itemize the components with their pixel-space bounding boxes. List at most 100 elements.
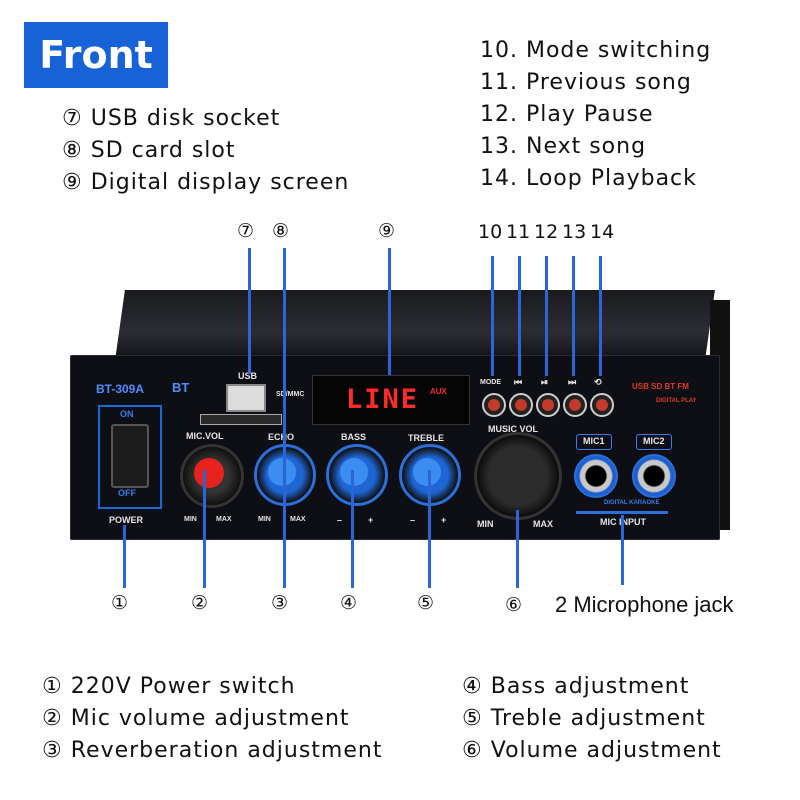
musicvol-min: MIN [477,519,494,529]
leader-line-1 [123,525,126,588]
model-label: BT-309A [96,382,145,396]
leader-line-13 [572,256,575,376]
mic1-tag [576,434,612,450]
legend-top-right: 10. Mode switching 11. Previous song 12.… [480,35,711,195]
digital-karaoke-label: DIGITAL KARAOKE [604,500,660,506]
marker-14: 14 [590,221,615,243]
loop-icon: ⟲ [594,377,602,387]
leader-line-12 [545,256,548,376]
power-switch[interactable] [111,424,149,488]
leader-line-11 [518,256,521,376]
legend-item: ① 220V Power switch [42,674,296,699]
leader-line-10 [491,256,494,376]
legend-item: 11. Previous song [480,70,692,95]
marker-1: ① [111,592,129,614]
power-off-label: OFF [118,488,136,498]
echo-max: MAX [290,516,306,523]
marker-13: 13 [562,221,587,243]
leader-line-4 [351,470,354,588]
display-aux: AUX [430,387,447,396]
micvol-label: MIC.VOL [186,431,224,441]
sd-card-slot[interactable] [200,414,282,425]
play-pause-button[interactable] [536,393,560,417]
treble-label: TREBLE [408,433,444,443]
usb-socket[interactable] [226,384,266,412]
bt-label: BT [172,380,190,395]
legend-bottom-right: ④ Bass adjustment ⑤ Treble adjustment ⑥ … [462,671,722,767]
legend-item: 12. Play Pause [480,102,654,127]
mic-input-bar [576,511,668,514]
bass-minus: – [337,515,343,525]
marker-12: 12 [534,221,559,243]
front-badge: Front [24,22,168,88]
power-on-label: ON [120,409,134,419]
marker-11: 11 [506,221,531,243]
marker-9: ⑨ [378,220,396,242]
usb-sd-bt-fm-label: USB SD BT FM [632,382,689,391]
musicvol-label: MUSIC VOL [488,424,539,434]
micvol-max: MAX [216,516,232,523]
mic2-label: MIC2 [643,436,665,446]
next-icon: ⏭ [568,377,577,387]
leader-line-9 [388,248,391,375]
marker-7: ⑦ [237,220,255,242]
micvol-min: MIN [184,516,197,523]
music-volume-knob[interactable] [474,432,562,520]
marker-4: ④ [340,592,358,614]
treble-plus: + [441,515,447,525]
bass-plus: + [368,515,374,525]
legend-bottom-left: ① 220V Power switch ② Mic volume adjustm… [42,671,382,767]
leader-line-2 [203,470,206,588]
treble-knob-cap [413,458,441,486]
legend-item: ⑨ Digital display screen [62,170,350,195]
mic2-tag [636,434,672,450]
mic-volume-knob-cap [194,458,224,488]
mode-button[interactable] [482,393,506,417]
digital-play-label: DIGITAL PLAY [656,398,697,404]
next-button[interactable] [563,393,587,417]
marker-8: ⑧ [272,220,290,242]
previous-button[interactable] [509,393,533,417]
mic2-jack[interactable] [632,454,676,498]
usb-label: USB [238,371,258,381]
legend-item: 13. Next song [480,134,647,159]
legend-item: ② Mic volume adjustment [42,706,350,731]
marker-6: ⑥ [505,594,523,616]
digital-display [312,375,470,425]
marker-3: ③ [271,592,289,614]
bass-knob-cap [340,458,368,486]
legend-top-left: ⑦ USB disk socket ⑧ SD card slot ⑨ Digit… [62,103,349,199]
leader-line-mic [621,515,624,585]
legend-item: ⑦ USB disk socket [62,106,281,131]
treble-minus: – [410,515,416,525]
legend-item: ⑤ Treble adjustment [462,706,706,731]
leader-line-7 [248,248,251,374]
sdmmc-label: SD/MMC [276,391,305,398]
musicvol-max: MAX [533,519,553,529]
legend-item: ③ Reverberation adjustment [42,738,383,763]
leader-line-6 [516,510,519,588]
mode-label: MODE [480,379,501,386]
legend-item: 14. Loop Playback [480,166,697,191]
prev-icon: ⏮ [514,377,523,387]
mic1-jack[interactable] [574,454,618,498]
marker-2: ② [191,592,209,614]
legend-item: ⑧ SD card slot [62,138,236,163]
power-label: POWER [109,515,144,525]
marker-5: ⑤ [417,592,435,614]
bass-label: BASS [341,432,367,442]
legend-item: ④ Bass adjustment [462,674,690,699]
leader-line-14 [599,256,602,376]
leader-line-8 [283,248,286,588]
echo-label: ECHO [268,432,295,442]
legend-item: 10. Mode switching [480,38,712,63]
leader-line-5 [428,470,431,588]
amp-top-case [115,290,715,360]
loop-button[interactable] [590,393,614,417]
mic1-label: MIC1 [583,436,605,446]
legend-item: ⑥ Volume adjustment [462,738,722,763]
marker-10: 10 [478,221,503,243]
display-text: LINE [346,384,420,415]
play-pause-icon: ⏯ [541,377,549,387]
echo-knob-cap [268,458,296,486]
